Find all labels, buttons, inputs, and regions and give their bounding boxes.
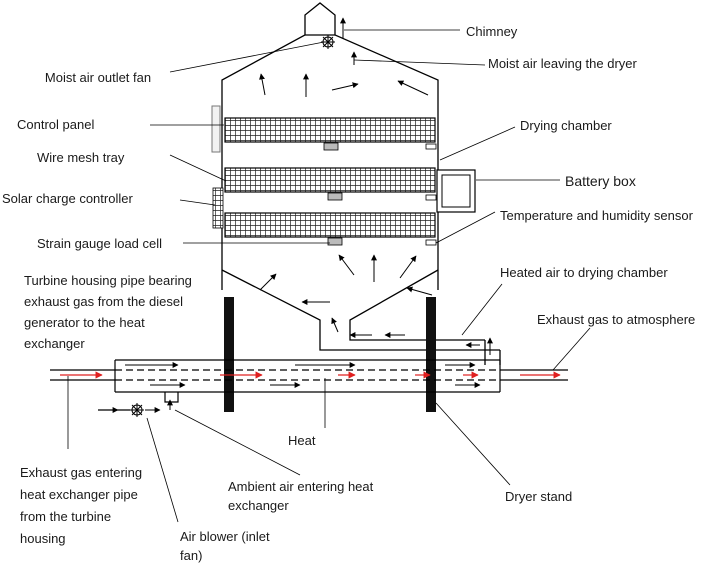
wire-mesh-tray-bottom [224,212,436,238]
label-heat: Heat [288,433,316,448]
moist-air-fan-icon [321,35,335,49]
control-panel-box [211,105,221,153]
label-temp-humidity-sensor: Temperature and humidity sensor [500,208,693,223]
sensor-2 [425,194,437,201]
label-drying-chamber: Drying chamber [520,118,612,133]
solar-charge-controller-box [212,187,224,229]
label-control-panel: Control panel [17,117,95,132]
label-exhaust-entering: Exhaust gas entering heat exchanger pipe… [20,465,143,546]
label-turbine-pipe: Turbine housing pipe bearing exhaust gas… [24,273,192,351]
label-solar-charge-controller: Solar charge controller [2,191,133,206]
label-exhaust-atmosphere: Exhaust gas to atmosphere [537,312,696,327]
label-wire-mesh-tray: Wire mesh tray [37,150,125,165]
sensor-3 [425,239,437,246]
dryer-stand-right-leg [426,297,436,412]
load-cell-2 [327,192,343,201]
label-ambient-air: Ambient air entering heat exchanger [228,479,374,513]
label-strain-gauge: Strain gauge load cell [37,236,163,251]
label-dryer-stand: Dryer stand [505,489,573,504]
heat-exchanger [50,359,568,411]
sensor-1 [425,143,437,150]
wire-mesh-tray-middle [224,167,436,193]
label-battery-box: Battery box [565,173,636,189]
air-flow-arrows [125,17,493,410]
battery-box-inner [441,174,471,208]
load-cell-3 [327,237,343,246]
label-heated-air: Heated air to drying chamber [500,265,668,280]
dryer-body [221,2,501,365]
label-chimney: Chimney [466,24,518,39]
dryer-stand-left-leg [224,297,234,412]
label-moist-air-leaving: Moist air leaving the dryer [488,56,637,71]
load-cell-1 [323,142,339,151]
label-moist-air-fan: Moist air outlet fan [44,70,152,85]
leader-lines [67,29,591,523]
wire-mesh-tray-top [224,117,436,143]
label-air-blower: Air blower (inlet fan) [180,529,270,563]
air-blower-icon [130,403,144,417]
